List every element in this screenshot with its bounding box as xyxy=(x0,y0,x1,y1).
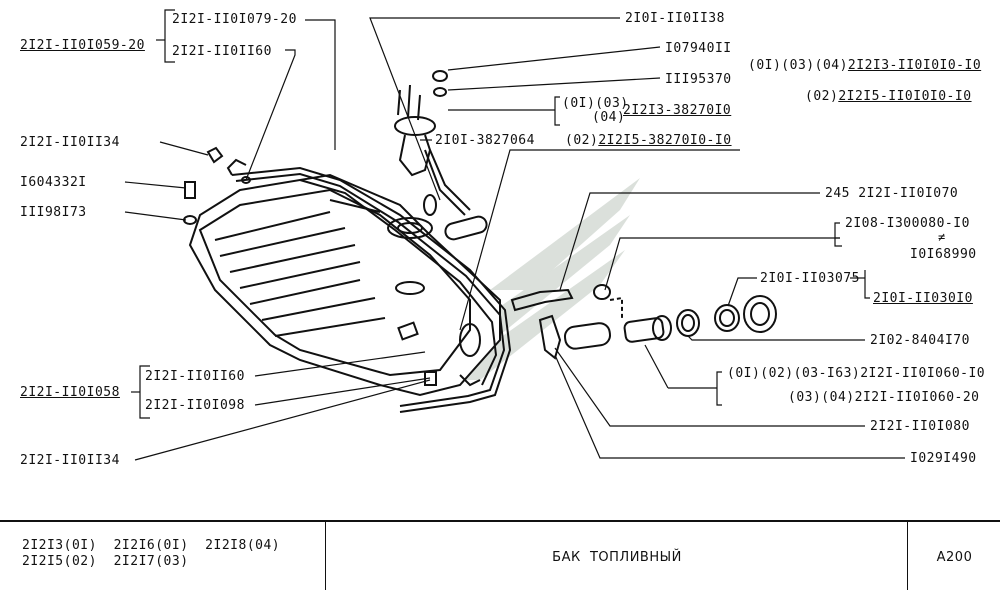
part-label: I604332I xyxy=(20,175,87,190)
part-label: 245 2I2I-II0I070 xyxy=(825,186,959,201)
code-cell: A200 xyxy=(907,522,1000,590)
part-label: I029I490 xyxy=(910,451,977,466)
part-label: 2I0I-II030I0 xyxy=(873,291,973,306)
not-equal-symbol: ≠ xyxy=(938,230,946,244)
part-label: 2I0I-II0II38 xyxy=(625,11,725,26)
models-row: 2I2I5(02) 2I2I7(03) xyxy=(22,554,189,569)
part-label: 2I2I-II0II60 xyxy=(145,369,245,384)
part-label: 2I2I-II0II34 xyxy=(20,453,120,468)
part-label: 2I2I-II0I079-20 xyxy=(172,12,297,27)
part-label: (02)2I2I5-II0I0I0-I0 xyxy=(805,89,972,104)
diagram-drawing xyxy=(124,9,905,461)
models-cell: 2I2I3(0I) 2I2I6(0I) 2I2I8(04) 2I2I5(02) … xyxy=(0,522,325,590)
part-label: (04) xyxy=(592,110,626,125)
part-label: (0I)(02)(03-I63)2I2I-II0I060-I0 xyxy=(727,366,986,381)
part-label: (0I)(03) xyxy=(562,96,629,111)
part-label: (03)(04)2I2I-II0I060-20 xyxy=(788,390,980,405)
part-label: (0I)(03)(04)2I2I3-II0I0I0-I0 xyxy=(748,58,982,73)
part-label: 2I08-I300080-I0 xyxy=(845,216,970,231)
part-label: III98I73 xyxy=(20,205,87,220)
part-label: I07940II xyxy=(665,41,732,56)
filler-neck-assembly xyxy=(510,284,777,360)
part-label: 2I2I3-38270I0 xyxy=(623,103,732,118)
sheet-code: A200 xyxy=(936,550,973,565)
part-label: 2I2I-II0I098 xyxy=(145,398,245,413)
part-label: 2I2I-II0II60 xyxy=(172,44,272,59)
sheet-title: БАК ТОПЛИВНЫЙ xyxy=(552,550,682,565)
title-block: 2I2I3(0I) 2I2I6(0I) 2I2I8(04) 2I2I5(02) … xyxy=(0,520,1000,590)
part-label: 2I2I-II0II34 xyxy=(20,135,120,150)
part-label: 2I2I-II0I058 xyxy=(20,385,120,400)
title-cell: БАК ТОПЛИВНЫЙ xyxy=(325,522,907,590)
models-row: 2I2I3(0I) 2I2I6(0I) 2I2I8(04) xyxy=(22,538,281,553)
part-label: (02)2I2I5-38270I0-I0 xyxy=(565,133,732,148)
part-label: 2I2I-II0I059-20 xyxy=(20,38,145,53)
fuel-tank xyxy=(188,158,512,413)
small-fasteners xyxy=(183,146,437,386)
part-label: I0I68990 xyxy=(910,247,977,262)
part-label: III95370 xyxy=(665,72,732,87)
leader-lines xyxy=(124,9,905,461)
part-label: 2I02-8404I70 xyxy=(870,333,970,348)
fuel-gauge-sender xyxy=(394,70,488,241)
part-label: 2I2I-II0I080 xyxy=(870,419,970,434)
part-label: 2I0I-II03075 xyxy=(760,271,860,286)
part-label: 2I0I-3827064 xyxy=(435,133,535,148)
